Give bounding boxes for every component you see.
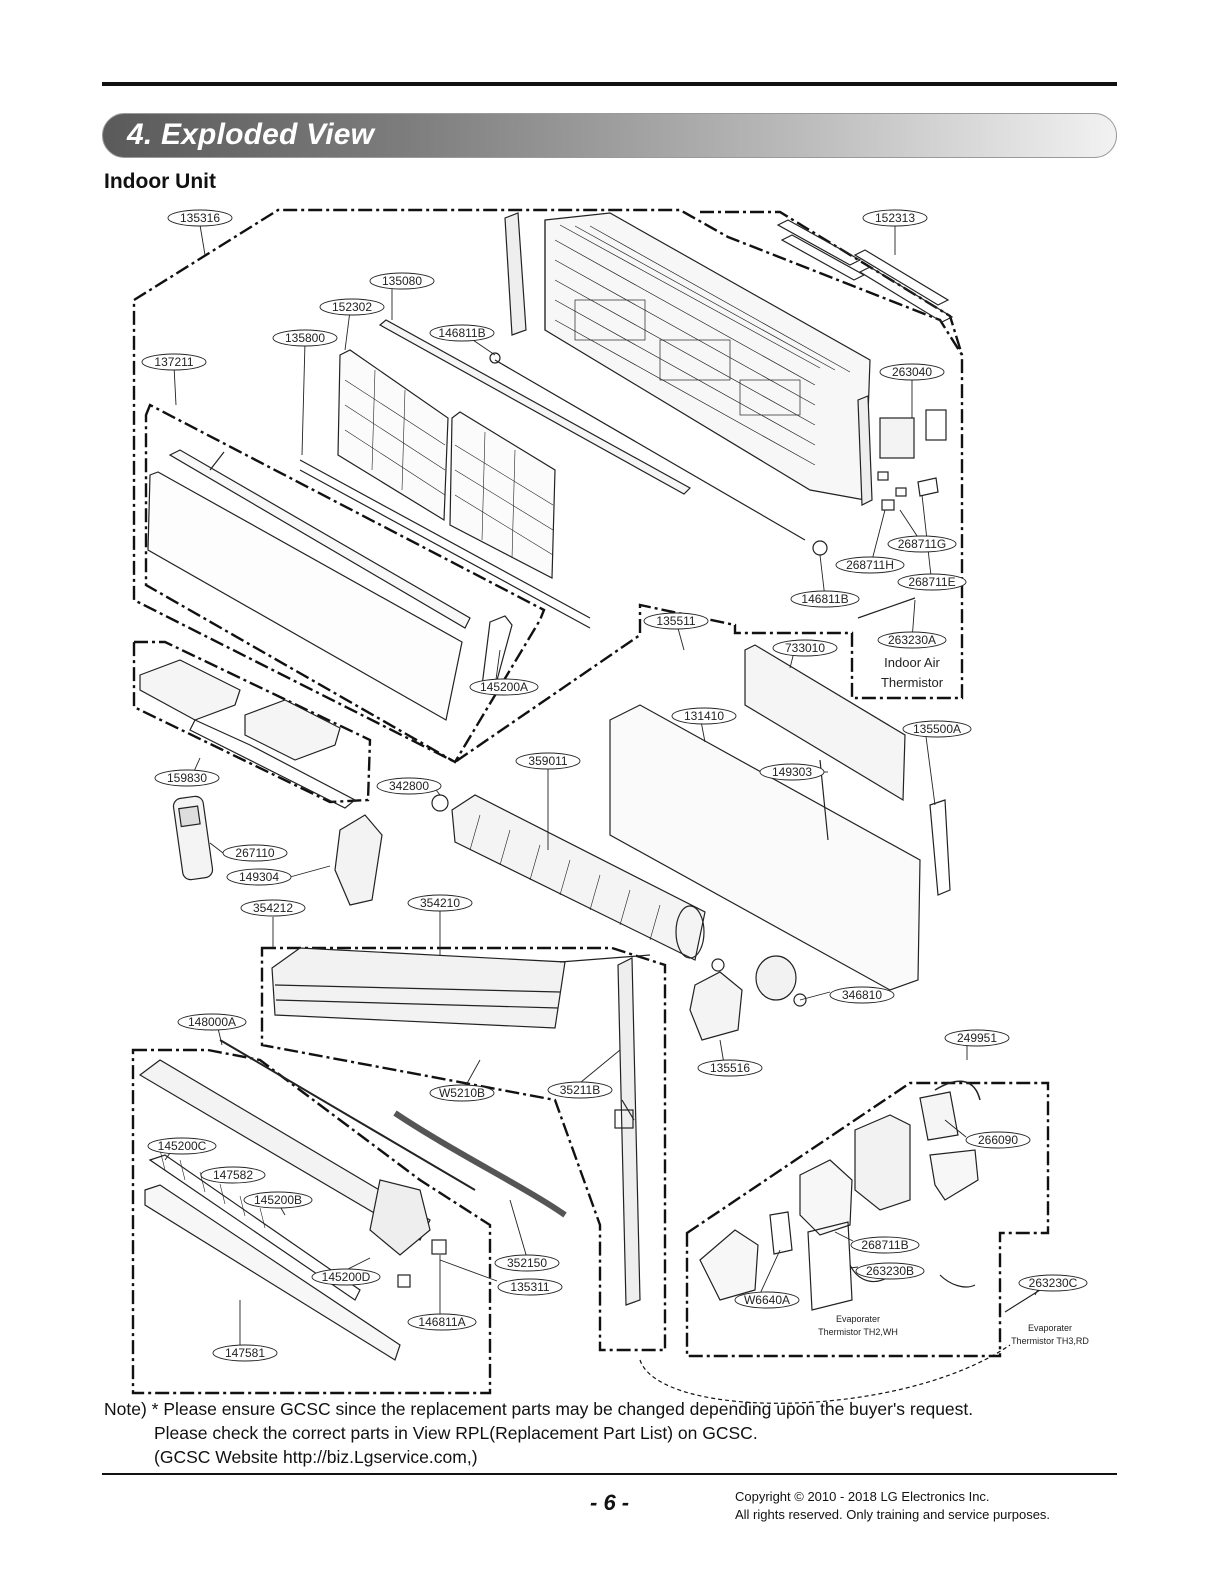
group-boundary-evaporator	[260, 946, 667, 1352]
label-137211: 137211	[154, 355, 193, 369]
label-249951: 249951	[957, 1031, 997, 1045]
section-subtitle: Indoor Unit	[104, 170, 216, 193]
sensor-parts	[857, 409, 947, 619]
fan-motor	[689, 955, 807, 1041]
label-145200A: 145200A	[480, 680, 528, 694]
label-147581: 147581	[225, 1346, 265, 1360]
copyright-line-1: Copyright © 2010 - 2018 LG Electronics I…	[735, 1489, 990, 1504]
note-block: Note) * Please ensure GCSC since the rep…	[104, 1397, 973, 1469]
label-146811A: 146811A	[418, 1315, 465, 1329]
label-342800: 342800	[389, 779, 429, 793]
label-W6640A: W6640A	[744, 1293, 790, 1307]
label-352150: 352150	[507, 1256, 547, 1270]
note-line-1: Note) * Please ensure GCSC since the rep…	[104, 1399, 974, 1419]
remote-control	[172, 795, 214, 881]
label-135080: 135080	[382, 274, 422, 288]
copyright: Copyright © 2010 - 2018 LG Electronics I…	[735, 1488, 1050, 1524]
label-263040: 263040	[892, 365, 932, 379]
label-149303: 149303	[772, 765, 812, 779]
label-147582: 147582	[213, 1168, 253, 1182]
drain-hose	[393, 1110, 567, 1218]
caption-evap-a-2: Thermistor TH2,WH	[818, 1327, 898, 1337]
caption-evap-b-1: Evaporater	[1028, 1323, 1072, 1333]
caption-indoor-air-2: Thermistor	[881, 675, 944, 690]
caption-indoor-air-1: Indoor Air	[884, 655, 940, 670]
chassis-top-grille	[504, 212, 873, 506]
label-W5210B: W5210B	[439, 1086, 485, 1100]
section-title: 4. Exploded View	[127, 118, 375, 151]
label-263230A: 263230A	[888, 633, 936, 647]
copyright-line-2: All rights reserved. Only training and s…	[735, 1507, 1051, 1522]
note-line-2: Please check the correct parts in View R…	[154, 1423, 758, 1443]
label-354210: 354210	[420, 896, 460, 910]
label-263230C: 263230C	[1029, 1276, 1078, 1290]
label-135500A: 135500A	[913, 722, 961, 736]
filter-frames	[337, 349, 556, 579]
label-131410: 131410	[684, 709, 724, 723]
label-267110: 267110	[235, 846, 274, 860]
evaporator	[271, 947, 651, 1306]
label-263230B: 263230B	[866, 1264, 914, 1278]
group-boundary-front-panel	[144, 403, 546, 764]
label-268711G: 268711G	[898, 537, 947, 551]
label-152302: 152302	[332, 300, 372, 314]
label-268711B: 268711B	[861, 1238, 908, 1252]
front-rails	[299, 319, 828, 629]
group-boundary-vents	[132, 640, 372, 804]
label-159830: 159830	[167, 771, 207, 785]
vent-grilles	[139, 659, 357, 809]
label-266090: 266090	[978, 1133, 1018, 1147]
caption-evap-b-2: Thermistor TH3,RD	[1011, 1336, 1089, 1346]
label-145200C: 145200C	[158, 1139, 207, 1153]
label-146811B-mid: 146811B	[801, 592, 848, 606]
label-359011: 359011	[528, 754, 567, 768]
label-135311: 135311	[510, 1280, 549, 1294]
label-152313: 152313	[875, 211, 915, 225]
note-line-3: (GCSC Website http://biz.Lgservice.com,)	[154, 1447, 478, 1467]
bottom-rule	[102, 1473, 1117, 1475]
label-733010: 733010	[785, 641, 825, 655]
label-135516: 135516	[710, 1061, 750, 1075]
group-boundary-control-box	[685, 1081, 1050, 1358]
label-354212: 354212	[253, 901, 293, 915]
label-135800: 135800	[285, 331, 325, 345]
label-135316: 135316	[180, 211, 220, 225]
label-145200B: 145200B	[254, 1193, 302, 1207]
side-bracket-left	[334, 814, 383, 906]
page-number: - 6 -	[590, 1490, 630, 1515]
discharge-assembly	[138, 1039, 476, 1361]
control-box	[699, 1080, 1041, 1313]
front-panel	[147, 449, 513, 721]
rear-chassis	[609, 644, 951, 991]
group-boundary-main	[132, 208, 964, 764]
caption-evap-a-1: Evaporater	[836, 1314, 880, 1324]
group-boundary-discharge	[131, 1048, 492, 1395]
label-149304: 149304	[239, 870, 279, 884]
label-346810: 346810	[842, 988, 882, 1002]
label-145200D: 145200D	[322, 1270, 371, 1284]
label-135511: 135511	[656, 614, 695, 628]
label-146811B-top: 146811B	[438, 326, 485, 340]
top-rule	[102, 82, 1117, 86]
filter-strips	[776, 219, 954, 323]
wiring-path	[639, 1344, 1011, 1404]
label-268711E: 268711E	[908, 575, 955, 589]
label-148000A: 148000A	[188, 1015, 236, 1029]
group-boundary-filter-strip	[700, 210, 964, 356]
section-banner: 4. Exploded View	[102, 113, 1117, 158]
cross-flow-fan	[431, 794, 706, 961]
label-268711H: 268711H	[846, 558, 894, 572]
label-35211B: 35211B	[560, 1083, 600, 1097]
